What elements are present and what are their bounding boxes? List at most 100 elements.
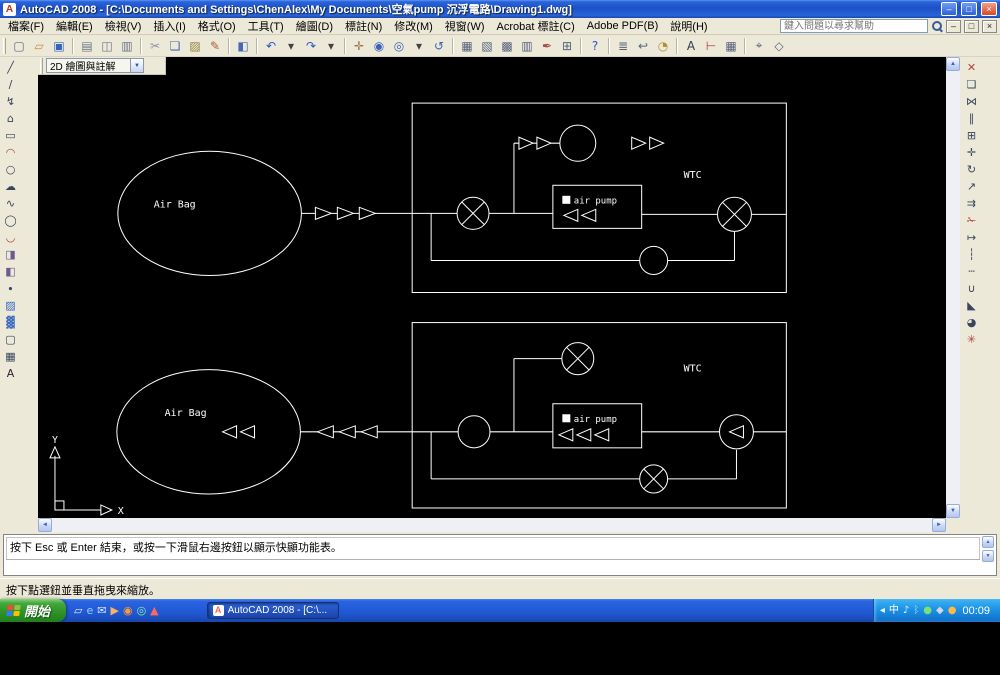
dimension-style-icon[interactable]: ⊢ <box>705 38 717 53</box>
layer-previous-icon[interactable]: ↩ <box>637 38 649 53</box>
make-block-icon[interactable]: ◧ <box>5 265 16 278</box>
properties-icon[interactable]: ▦ <box>461 38 473 53</box>
zoom-previous-icon[interactable]: ↺ <box>433 38 445 53</box>
menu-help[interactable]: 說明(H) <box>670 21 708 33</box>
menu-tools[interactable]: 工具(T) <box>247 21 284 33</box>
scroll-right-icon[interactable]: ► <box>932 518 946 532</box>
language-bar-icon[interactable]: 中 <box>888 604 899 616</box>
maximize-button[interactable]: □ <box>961 2 977 16</box>
named-views-icon[interactable]: ◇ <box>774 38 784 53</box>
redo-dropdown-icon[interactable]: ▾ <box>327 38 335 53</box>
polyline-icon[interactable]: ↯ <box>5 95 16 108</box>
hide-icons-chevron-icon[interactable]: ◂ <box>879 604 885 616</box>
offset-icon[interactable]: ∥ <box>968 112 975 125</box>
revision-cloud-icon[interactable]: ☁ <box>5 180 16 193</box>
menu-draw[interactable]: 繪圖(D) <box>295 21 333 33</box>
table-icon[interactable]: ▦ <box>5 350 16 363</box>
arc-icon[interactable]: ◠ <box>5 146 16 159</box>
vertical-scroll-track[interactable] <box>946 71 960 504</box>
match-properties-icon[interactable]: ✎ <box>209 38 221 53</box>
messenger-icon[interactable]: ◎ <box>136 604 147 617</box>
trim-icon[interactable]: ✁ <box>966 214 977 227</box>
minimize-button[interactable]: – <box>941 2 957 16</box>
paste-icon[interactable]: ▨ <box>189 38 201 53</box>
undo-dropdown-icon[interactable]: ▾ <box>287 38 295 53</box>
layer-properties-icon[interactable]: ≣ <box>617 38 629 53</box>
menu-insert[interactable]: 插入(I) <box>153 21 186 33</box>
osnap-settings-icon[interactable]: ⌖ <box>755 38 763 52</box>
toolbar-grip[interactable] <box>3 37 6 54</box>
zoom-dropdown-icon[interactable]: ▾ <box>415 38 423 53</box>
updates-icon[interactable]: ● <box>947 604 957 616</box>
qnew-icon[interactable]: ▢ <box>13 38 25 53</box>
construction-line-icon[interactable]: ∕ <box>8 78 13 91</box>
cut-icon[interactable]: ✂ <box>149 38 161 53</box>
rectangle-icon[interactable]: ▭ <box>5 129 16 142</box>
tool-palettes-icon[interactable]: ▩ <box>501 38 513 53</box>
command-scroll-down-icon[interactable]: ▼ <box>982 550 994 562</box>
zoom-window-icon[interactable]: ◎ <box>393 38 405 53</box>
plot-preview-icon[interactable]: ◫ <box>101 38 113 53</box>
redo-icon[interactable]: ↷ <box>305 38 317 53</box>
markup-set-manager-icon[interactable]: ✒ <box>541 38 553 53</box>
explode-icon[interactable]: ✳ <box>966 333 977 346</box>
block-editor-icon[interactable]: ◧ <box>237 38 249 53</box>
copy-object-icon[interactable]: ❏ <box>966 78 977 91</box>
chamfer-icon[interactable]: ◣ <box>967 299 976 312</box>
make-objects-layer-icon[interactable]: ◔ <box>657 38 669 53</box>
ellipse-icon[interactable]: ◯ <box>4 214 17 227</box>
windows-media-player-icon[interactable]: ▶ <box>110 604 119 617</box>
save-icon[interactable]: ▣ <box>53 38 65 53</box>
menu-file[interactable]: 檔案(F) <box>8 21 45 33</box>
open-icon[interactable]: ▱ <box>34 38 44 53</box>
fillet-icon[interactable]: ◕ <box>966 316 977 329</box>
pan-icon[interactable]: ✛ <box>353 38 365 53</box>
mdi-minimize-button[interactable]: – <box>946 19 961 33</box>
publish-icon[interactable]: ▥ <box>121 38 133 53</box>
copy-icon[interactable]: ❏ <box>169 38 181 53</box>
menu-dimension[interactable]: 標註(N) <box>345 21 383 33</box>
undo-icon[interactable]: ↶ <box>265 38 277 53</box>
chevron-down-icon[interactable]: ▼ <box>130 59 143 72</box>
join-icon[interactable]: ∪ <box>967 282 976 295</box>
erase-icon[interactable]: ✕ <box>966 61 977 74</box>
search-icon[interactable] <box>931 20 943 32</box>
menu-window[interactable]: 視窗(W) <box>444 21 485 33</box>
plot-icon[interactable]: ▤ <box>81 38 93 53</box>
command-scroll-up-icon[interactable]: ▲ <box>982 536 994 548</box>
menu-acrobat-comments[interactable]: Acrobat 標註(C) <box>496 21 575 33</box>
help-icon[interactable]: ? <box>591 38 599 53</box>
menu-modify[interactable]: 修改(M) <box>394 21 433 33</box>
menu-edit[interactable]: 編輯(E) <box>56 21 93 33</box>
outlook-express-icon[interactable]: ✉ <box>97 604 107 617</box>
extend-icon[interactable]: ↦ <box>966 231 977 244</box>
taskbar-task-autocad[interactable]: A AutoCAD 2008 - [C:\... <box>206 602 339 619</box>
break-icon[interactable]: ┄ <box>968 265 975 278</box>
horizontal-scroll-track[interactable] <box>52 518 932 532</box>
scroll-left-icon[interactable]: ◄ <box>38 518 52 532</box>
stretch-icon[interactable]: ⇉ <box>966 197 977 210</box>
start-button[interactable]: 開始 <box>0 599 67 622</box>
region-icon[interactable]: ▢ <box>5 333 16 346</box>
hatch-icon[interactable]: ▨ <box>5 299 16 312</box>
command-input[interactable] <box>6 559 980 573</box>
scroll-down-icon[interactable]: ▼ <box>946 504 960 518</box>
menu-adobe-pdf[interactable]: Adobe PDF(B) <box>586 20 659 32</box>
gradient-icon[interactable]: ▓ <box>6 316 15 329</box>
volume-icon[interactable]: ♪ <box>902 604 910 616</box>
spline-icon[interactable]: ∿ <box>5 197 16 210</box>
bluetooth-icon[interactable]: ᛒ <box>913 604 920 616</box>
toolbar-grip[interactable] <box>40 57 43 74</box>
break-at-point-icon[interactable]: ┆ <box>968 248 975 261</box>
quickcalc-icon[interactable]: ⊞ <box>561 38 573 53</box>
antivirus-icon[interactable]: ● <box>923 604 933 616</box>
table-style-icon[interactable]: ▦ <box>725 38 737 53</box>
array-icon[interactable]: ⊞ <box>966 129 977 142</box>
mdi-close-button[interactable]: × <box>982 19 997 33</box>
firefox-icon[interactable]: ◉ <box>122 604 133 617</box>
polygon-icon[interactable]: ⌂ <box>7 112 14 125</box>
usb-device-icon[interactable]: ◆ <box>936 604 944 616</box>
scroll-up-icon[interactable]: ▲ <box>946 57 960 71</box>
ellipse-arc-icon[interactable]: ◡ <box>5 231 16 244</box>
scale-icon[interactable]: ↗ <box>966 180 977 193</box>
